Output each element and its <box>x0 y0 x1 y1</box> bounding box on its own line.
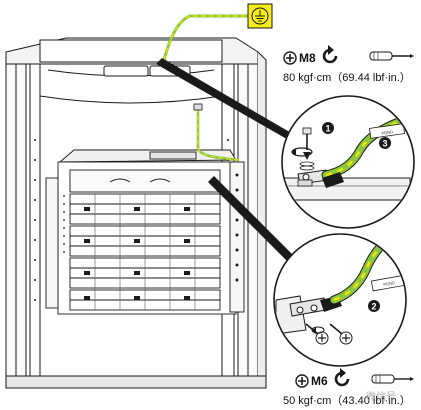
bottom-bolt-size: M6 <box>311 374 328 388</box>
cross-bolt-icon <box>283 51 297 65</box>
ground-symbol-box <box>247 3 273 29</box>
screwdriver-icon <box>371 374 414 384</box>
top-bolt-label: M8 <box>299 51 316 65</box>
cabinet-top-panel <box>39 39 223 63</box>
callout-number-2: 2 <box>371 302 376 312</box>
detail-circle-bottom: 2 PGND <box>273 233 407 367</box>
callout-leader-bottom <box>208 176 300 266</box>
top-spec-icons <box>283 45 414 65</box>
detail-circle-top: 1 3 PGND <box>281 95 415 229</box>
top-bolt-size: M8 <box>299 51 316 65</box>
bottom-torque-value: 50 kgf·cm（43.40 lbf·in.） <box>283 395 411 407</box>
callout-badge-2 <box>368 300 380 312</box>
watermark: 微信号 <box>366 392 396 403</box>
bottom-screws <box>305 323 353 345</box>
callout-badge-3 <box>379 137 391 149</box>
cross-bolt-icon <box>295 374 309 388</box>
callout-number-3: 3 <box>382 139 387 149</box>
cabinet-base <box>5 375 267 389</box>
callout-leader-top <box>156 58 300 142</box>
bottom-spec-icons <box>295 368 414 388</box>
subrack <box>45 149 245 315</box>
top-torque-value: 80 kgf·cm（69.44 lbf·in.） <box>283 72 411 84</box>
wire-tag-top: PGND <box>381 129 393 136</box>
rotate-clockwise-icon <box>322 45 338 64</box>
ground-cable-side <box>196 106 240 162</box>
rotate-clockwise-icon <box>334 368 350 387</box>
callout-badge-1 <box>322 122 334 134</box>
screwdriver-icon <box>369 51 414 61</box>
callout-number-1: 1 <box>325 124 330 134</box>
ground-symbol-icon <box>251 7 269 25</box>
wire-tag-bottom: PGND <box>383 280 395 287</box>
bottom-torque-label: 50 kgf·cm（43.40 lbf·in.） <box>283 392 411 408</box>
top-torque-label: 80 kgf·cm（69.44 lbf·in.） <box>283 69 411 85</box>
bottom-bolt-label: M6 <box>311 374 328 388</box>
ground-cable-top <box>162 14 252 62</box>
